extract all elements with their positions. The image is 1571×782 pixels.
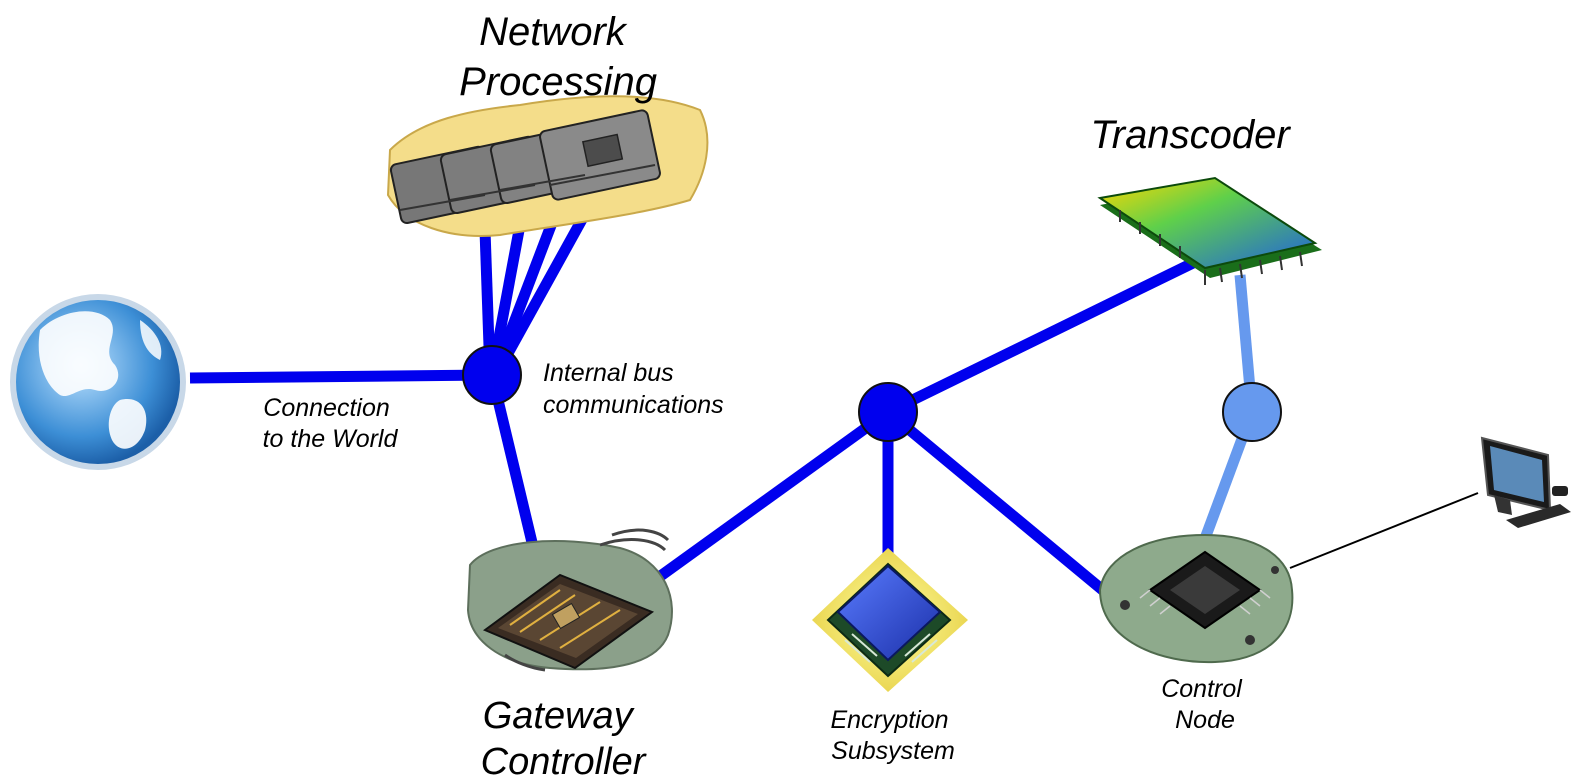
link-np4-hub: [491, 202, 595, 378]
link-world-hub: [189, 369, 491, 384]
encryption-label: Encryption Subsystem: [830, 706, 955, 765]
cpu-chip-stack-icon: [386, 95, 709, 237]
encryption-chip-icon: [812, 548, 968, 692]
central-bus-hub: [858, 382, 918, 442]
link-control-terminal: [1289, 492, 1479, 569]
link-hub2-transcoder: [885, 257, 1198, 417]
globe-icon: [10, 294, 186, 470]
gateway-chip-icon: [466, 528, 673, 672]
connection-label: Connection to the World: [263, 394, 399, 453]
link-hub-gateway: [486, 373, 541, 557]
link-hub2-control: [884, 407, 1109, 597]
control-node-label: Control Node: [1161, 675, 1249, 734]
gateway-label: Gateway Controller: [481, 695, 647, 782]
control-node-board-icon: [1098, 533, 1294, 664]
internal-bus-label: Internal bus communications: [543, 359, 724, 419]
secondary-bus-hub: [1222, 382, 1282, 442]
internal-bus-hub: [462, 345, 522, 405]
transcoder-chip-icon: [1097, 176, 1322, 285]
network-processing-label: Network Processing: [459, 10, 657, 104]
link-gateway-hub2: [651, 407, 892, 585]
desktop-computer-icon: [1480, 436, 1571, 528]
transcoder-label: Transcoder: [1090, 113, 1291, 157]
